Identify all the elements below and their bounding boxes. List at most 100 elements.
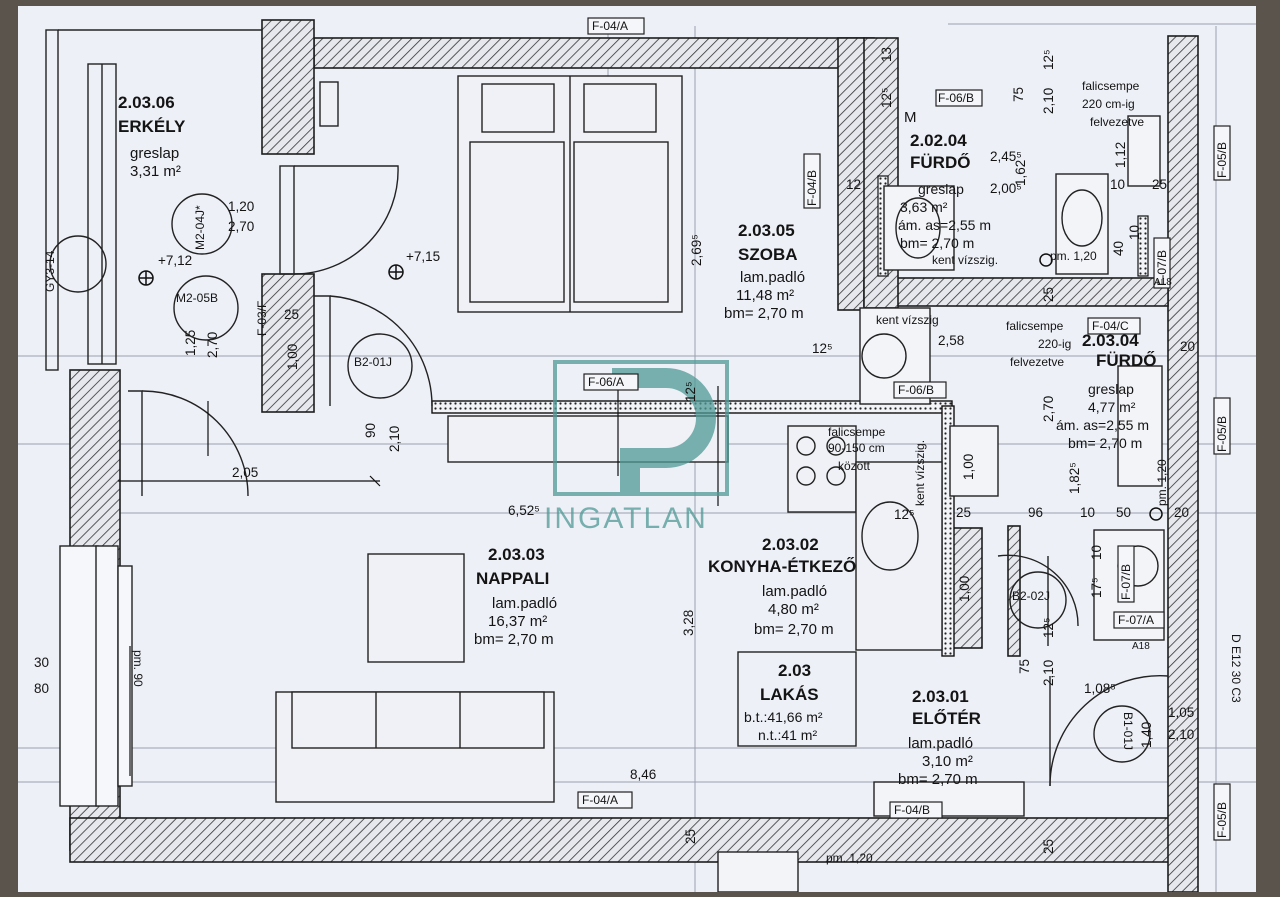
room-furdo1-id: 2.02.04 (910, 131, 967, 150)
watermark-text: INGATLAN (544, 502, 708, 535)
dim-label: 1,12 (1113, 141, 1128, 168)
room-szoba-name: SZOBA (738, 245, 798, 264)
room-eloter-height: bm= 2,70 m (898, 771, 978, 788)
dim-label: 1,20 (228, 199, 255, 214)
balcony-railing (45, 29, 262, 371)
dim-label: 1,08⁵ (1084, 681, 1116, 696)
room-erkely-id: 2.03.06 (118, 93, 175, 112)
room-furdo2-area: 4,77 m² (1088, 399, 1136, 415)
bedside-table (319, 81, 339, 127)
dim-label: 2,70 (1041, 395, 1056, 422)
tag-label: F-04/B (894, 803, 931, 817)
room-furdo1-height: bm= 2,70 m (900, 235, 975, 251)
note-pm: pm. 1,20 (1155, 459, 1169, 506)
room-szoba-area: 11,48 m² (736, 287, 795, 304)
dim-label: 10 (1080, 505, 1096, 520)
dim-label: 2,70 (228, 219, 255, 234)
dim-label: 25 (1152, 177, 1168, 192)
note-pm: pm. 1,20 (826, 851, 873, 865)
tag-label: F-03/F (255, 300, 269, 336)
room-eloter-name: ELŐTÉR (912, 709, 981, 728)
room-furdo1-name: FÜRDŐ (910, 153, 971, 172)
dim-label: 25 (284, 307, 300, 322)
room-furdo1-floor: greslap (918, 181, 964, 197)
note-falicsempe: között (838, 459, 871, 473)
dim-label: 12⁵ (1041, 49, 1056, 70)
tag-label: B2-01J (354, 355, 393, 369)
tag-label: M2-05B (176, 291, 219, 305)
tag-boxes (577, 17, 1231, 841)
note-kent-vizszig: kent vízszig (876, 313, 939, 327)
note-kent-vizszig: kent vízszig. (913, 439, 927, 506)
dim-label: 1,00 (957, 575, 972, 602)
dim-label: 25 (956, 505, 972, 520)
note-falicsempe: felvezetve (1010, 355, 1065, 369)
room-konyha-name: KONYHA-ÉTKEZŐ (708, 557, 857, 576)
note-falicsempe: falicsempe (1082, 79, 1140, 93)
room-furdo2-height-as: ám. as=2,55 m (1056, 417, 1149, 433)
level-balcony: +7,12 (158, 253, 193, 268)
dim-label: 13 (879, 46, 894, 62)
dim-label: 10 (1127, 224, 1142, 240)
room-nappali-height: bm= 2,70 m (474, 631, 554, 648)
tag-label: F-05/B (1215, 801, 1229, 838)
dim-label: 25 (683, 828, 698, 844)
room-furdo2-id: 2.03.04 (1082, 331, 1139, 350)
dim-label: 2,10 (1041, 87, 1056, 114)
dim-label: 12⁵ (894, 507, 915, 522)
apartment-box (737, 651, 857, 747)
door-tag-circles (49, 193, 1151, 763)
dim-label: 2,10 (387, 425, 402, 452)
dim-label: 50 (1116, 505, 1132, 520)
dim-label: 17⁵ (1089, 577, 1104, 598)
tag-label: F-06/A (588, 375, 625, 389)
note-pm: pm. 90 (131, 650, 145, 687)
dim-label: 2,00⁵ (990, 181, 1022, 196)
tag-label: F-07/A (1118, 613, 1155, 627)
dim-label: 1,00 (285, 343, 300, 370)
bed-icon (457, 75, 683, 313)
room-szoba-floor: lam.padló (740, 269, 806, 286)
room-nappali-id: 2.03.03 (488, 545, 545, 564)
dim-label: 1,00 (961, 453, 976, 480)
tag-label: A18 (1132, 641, 1150, 652)
room-nappali-floor: lam.padló (492, 595, 558, 612)
tag-label: GY3-14 (43, 250, 57, 292)
dim-label: 6,52⁵ (508, 503, 540, 518)
tag-label: F-04/C (1092, 319, 1129, 333)
room-eloter-area: 3,10 m² (922, 753, 973, 770)
dim-label: 75 (1011, 86, 1026, 102)
room-furdo1-area: 3,63 m² (900, 199, 948, 215)
dim-label: 20 (1180, 339, 1196, 354)
tag-label: F-04/B (805, 169, 819, 206)
room-furdo1-height-as: ám. as=2,55 m (898, 217, 991, 233)
tag-label: B2-02J (1012, 589, 1051, 603)
note-falicsempe: 90-150 cm (828, 441, 885, 455)
room-furdo2-name: FÜRDŐ (1096, 351, 1157, 370)
tag-label: M2-04J* (193, 205, 207, 250)
dim-label: 2,70 (205, 331, 220, 358)
dim-label: 1,82⁵ (1067, 462, 1082, 494)
dim-label: 25 (1041, 286, 1056, 302)
dim-label: 1,40 (1139, 721, 1154, 748)
dim-label: 80 (34, 681, 50, 696)
dim-label: 10 (1089, 544, 1104, 560)
dim-label: 2,69⁵ (689, 234, 704, 266)
dim-label: 2,10 (1041, 659, 1056, 686)
room-szoba-id: 2.03.05 (738, 221, 795, 240)
room-erkely-name: ERKÉLY (118, 117, 186, 136)
dim-label: 96 (1028, 505, 1044, 520)
room-erkely-floor: greslap (130, 145, 180, 162)
tag-label: F-06/B (938, 91, 975, 105)
level-room: +7,15 (406, 249, 441, 264)
dim-label: 75 (1017, 658, 1032, 674)
watermark-logo (553, 360, 729, 496)
tag-label: F-04/A (592, 19, 629, 33)
tag-label: F-05/B (1215, 141, 1229, 178)
kitchen-counter (447, 415, 943, 651)
dimension-lines (118, 386, 719, 776)
tag-label: F-04/A (582, 793, 619, 807)
dim-label: 8,46 (630, 767, 657, 782)
tag-label: A18 (1154, 277, 1172, 288)
apartment-id: 2.03 (778, 661, 812, 680)
